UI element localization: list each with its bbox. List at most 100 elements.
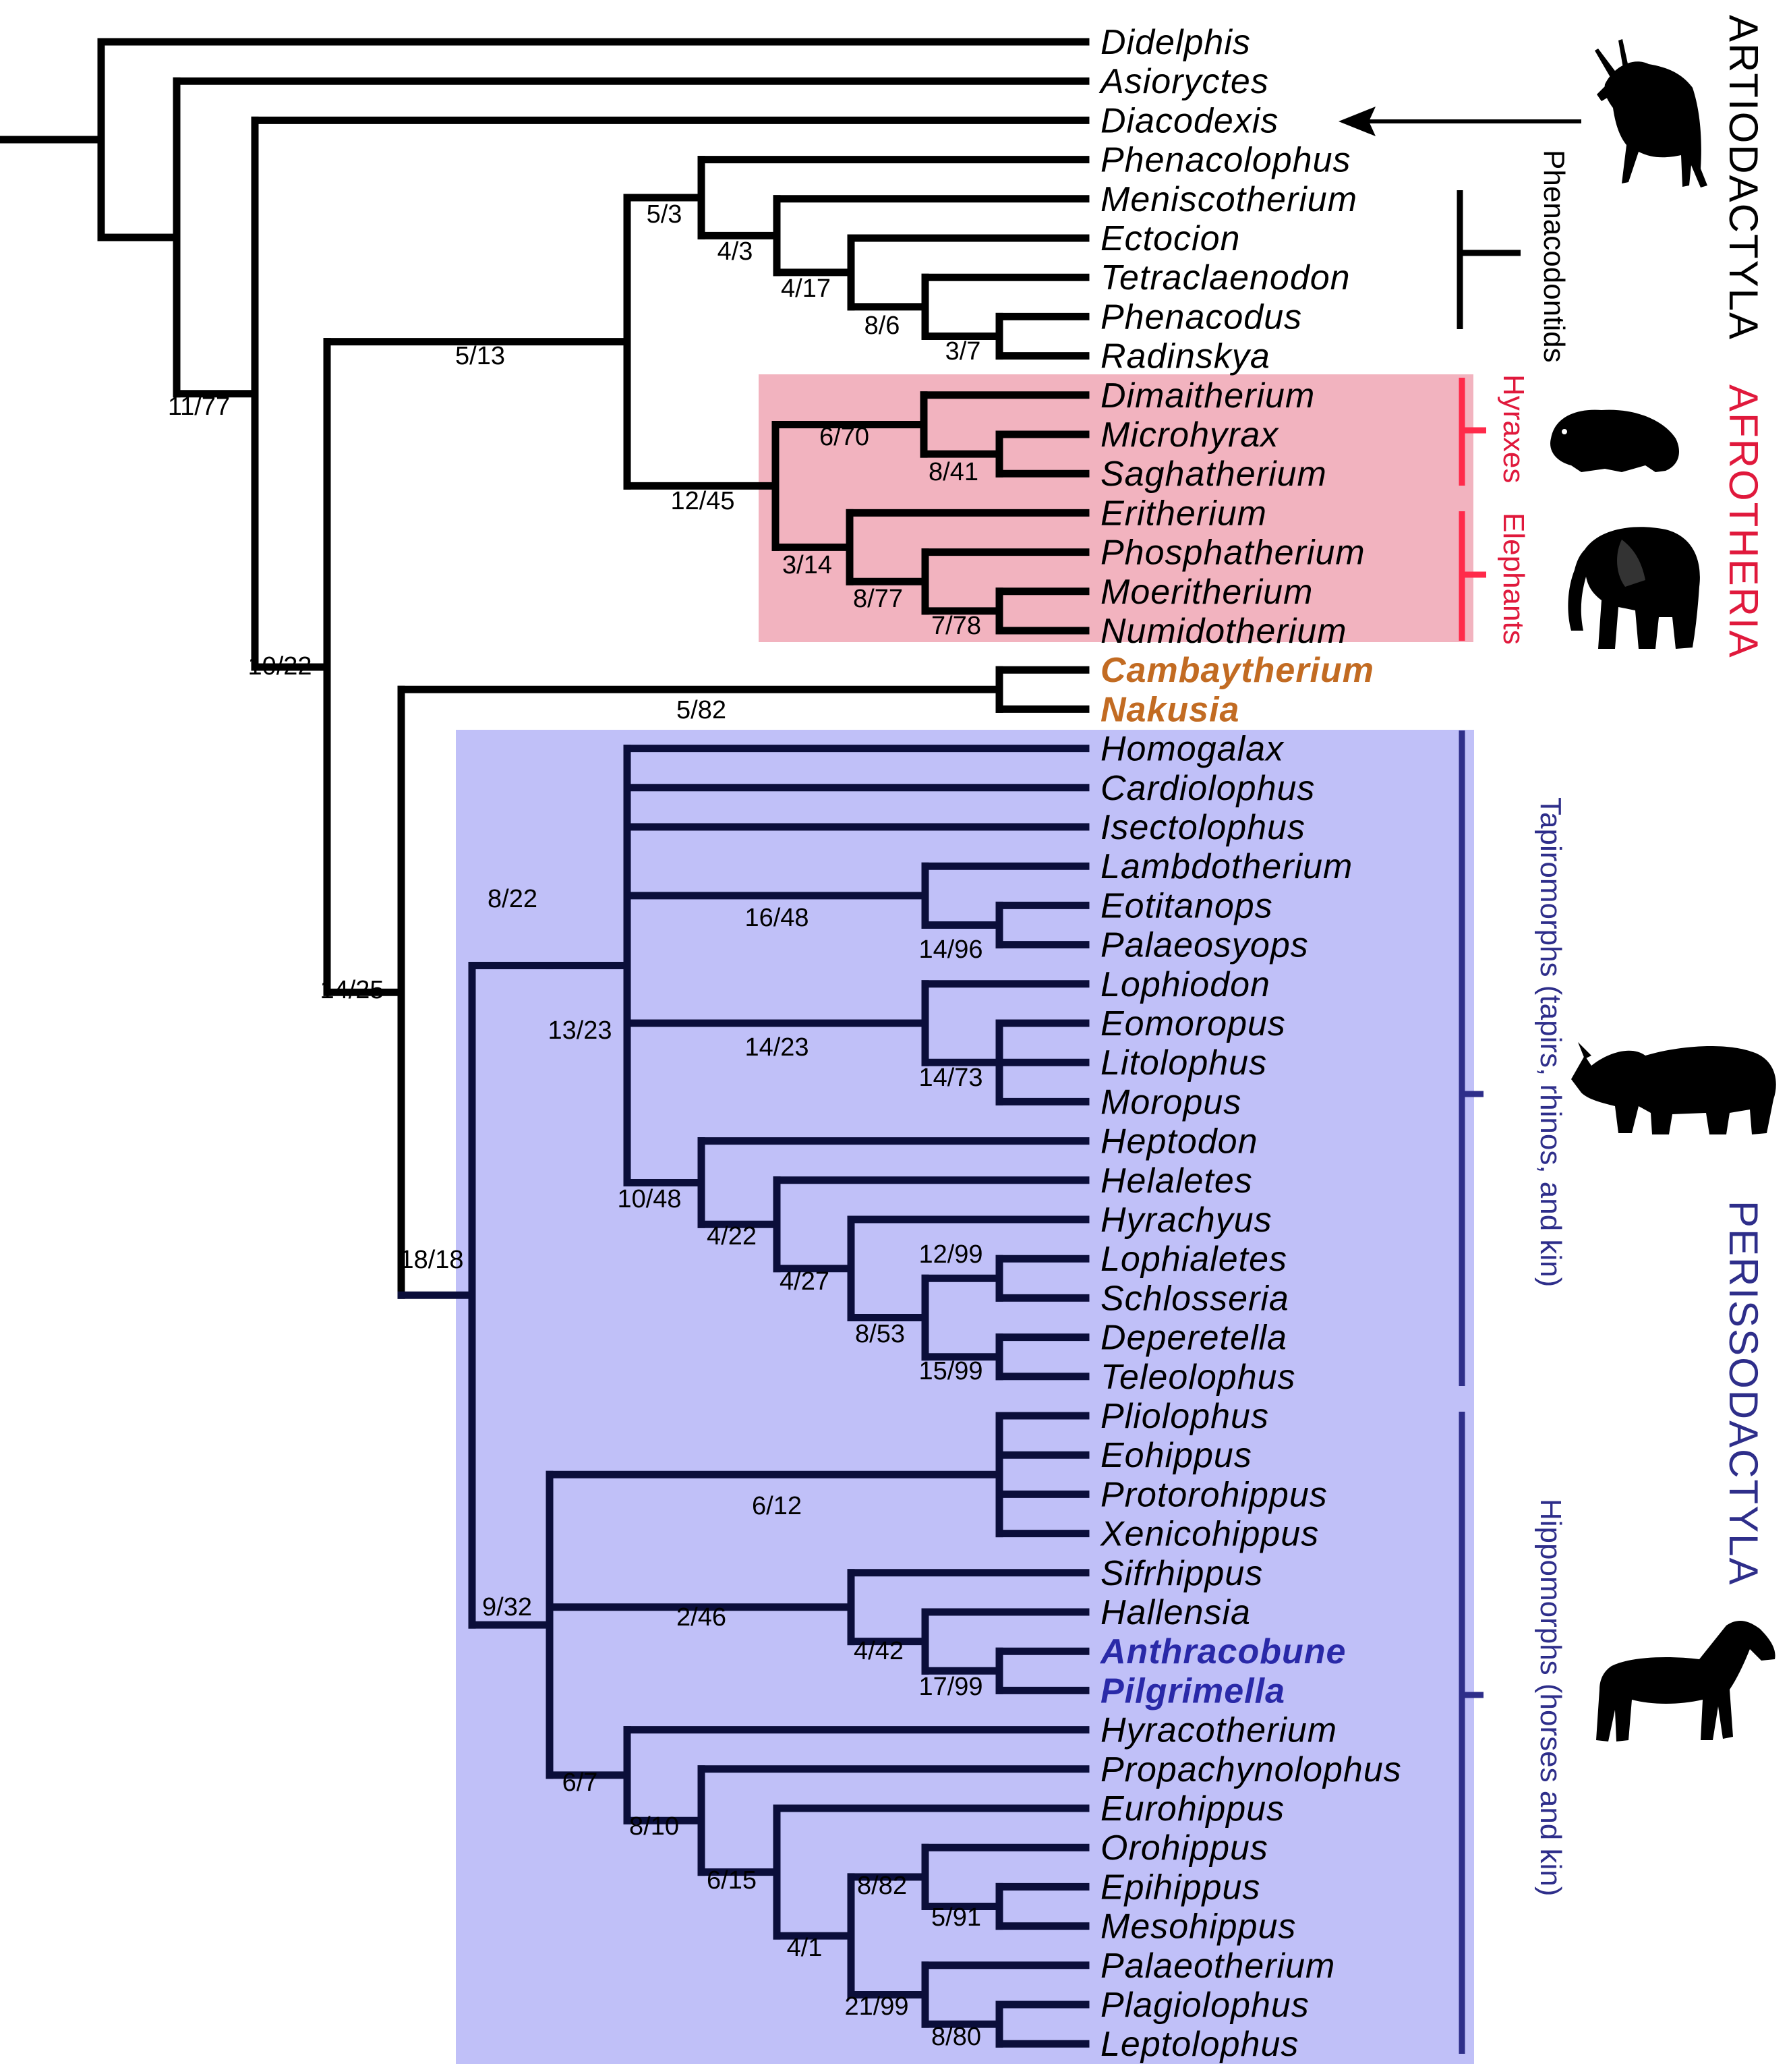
perissodactyla-label: PERISSODACTYLA	[1721, 1201, 1766, 1586]
support-value: 3/14	[782, 551, 832, 579]
support-value: 3/7	[945, 337, 981, 366]
support-value: 4/42	[854, 1637, 904, 1665]
artiodactyla-arrow	[1339, 107, 1581, 136]
hippomorphs-bracket	[1459, 1412, 1484, 2054]
support-value: 8/41	[929, 458, 978, 486]
support-value: 16/48	[744, 904, 809, 932]
support-value: 14/96	[918, 936, 982, 964]
taxon-label: Litolophus	[1100, 1043, 1267, 1083]
taxon-label: Eotitanops	[1100, 886, 1273, 925]
taxon-label: Microhyrax	[1100, 415, 1279, 455]
taxon-label: Radinskya	[1100, 337, 1270, 376]
taxon-label: Anthracobune	[1099, 1632, 1346, 1671]
support-labels: 11/7710/225/135/34/34/178/63/712/456/708…	[168, 200, 983, 2051]
taxon-label: Palaeotherium	[1100, 1947, 1335, 1986]
support-value: 12/45	[670, 487, 734, 515]
phenacodontids-bracket	[1457, 190, 1521, 329]
support-value: 14/23	[744, 1033, 809, 1062]
support-value: 8/22	[488, 885, 537, 913]
support-value: 5/82	[676, 696, 726, 724]
support-value: 14/25	[320, 976, 384, 1004]
elephants-bracket	[1459, 511, 1486, 641]
taxon-label: Dimaitherium	[1100, 376, 1315, 415]
elephant-icon	[1568, 527, 1700, 649]
taxon-label: Teleolophus	[1100, 1358, 1296, 1397]
taxon-label: Leptolophus	[1100, 2025, 1299, 2064]
taxon-label: Schlosseria	[1100, 1279, 1289, 1318]
support-value: 14/73	[918, 1064, 982, 1092]
support-value: 8/77	[853, 585, 903, 613]
afrotheria-label: AFROTHERIA	[1721, 384, 1766, 659]
support-value: 8/6	[864, 312, 900, 340]
support-value: 6/15	[707, 1866, 757, 1895]
taxon-label: Protorohippus	[1100, 1475, 1328, 1514]
taxon-label: Asioryctes	[1098, 62, 1269, 101]
taxon-labels: DidelphisAsioryctesDiacodexisPhenacoloph…	[1098, 23, 1402, 2064]
support-value: 4/3	[717, 237, 753, 266]
taxon-label: Cardiolophus	[1100, 769, 1315, 808]
taxon-label: Numidotherium	[1100, 612, 1347, 651]
support-value: 9/32	[482, 1593, 532, 1621]
hyraxes-bracket	[1459, 378, 1486, 486]
support-value: 4/17	[781, 275, 831, 303]
taxon-label: Pliolophus	[1100, 1397, 1269, 1436]
tapiromorphs-bracket	[1459, 730, 1484, 1386]
taxon-label: Deperetella	[1100, 1319, 1287, 1358]
rhino-icon	[1571, 1042, 1776, 1134]
support-value: 8/80	[931, 2023, 981, 2051]
support-value: 2/46	[676, 1603, 726, 1632]
taxon-label: Lophialetes	[1100, 1240, 1287, 1279]
taxon-label: Moropus	[1100, 1083, 1241, 1122]
taxon-label: Phenacolophus	[1100, 141, 1351, 180]
support-value: 6/70	[819, 423, 869, 451]
horse-icon	[1596, 1621, 1775, 1742]
support-value: 8/53	[855, 1320, 905, 1348]
taxon-label: Hallensia	[1100, 1593, 1251, 1632]
taxon-label: Xenicohippus	[1100, 1515, 1319, 1554]
taxon-label: Nakusia	[1100, 690, 1239, 729]
support-value: 8/10	[629, 1812, 679, 1841]
hyrax-icon	[1550, 409, 1679, 472]
support-value: 5/3	[647, 200, 682, 229]
support-value: 13/23	[548, 1016, 612, 1045]
support-value: 10/22	[247, 652, 312, 681]
taxon-label: Pilgrimella	[1100, 1671, 1285, 1710]
support-value: 4/22	[707, 1222, 757, 1250]
support-value: 17/99	[918, 1673, 982, 1701]
taxon-label: Heptodon	[1100, 1122, 1258, 1161]
taxon-label: Helaletes	[1100, 1161, 1253, 1201]
taxon-label: Diacodexis	[1100, 101, 1279, 140]
support-value: 10/48	[617, 1185, 681, 1213]
taxon-label: Didelphis	[1100, 23, 1251, 62]
taxon-label: Orohippus	[1100, 1829, 1268, 1868]
support-value: 5/91	[931, 1903, 981, 1932]
phenacodontids-label: Phenacodontids	[1537, 150, 1570, 363]
taxon-label: Eritherium	[1100, 494, 1267, 533]
taxon-label: Hyracotherium	[1100, 1711, 1337, 1750]
taxon-label: Eurohippus	[1100, 1789, 1285, 1829]
taxon-label: Propachynolophus	[1100, 1750, 1402, 1789]
support-value: 5/13	[455, 342, 505, 370]
taxon-label: Ectocion	[1100, 219, 1240, 258]
taxon-label: Lambdotherium	[1100, 847, 1353, 886]
taxon-label: Plagiolophus	[1100, 1986, 1310, 2025]
hyraxes-label: Hyraxes	[1497, 374, 1530, 483]
perissodactyla-highlight-box	[456, 730, 1474, 2064]
taxon-label: Palaeosyops	[1100, 926, 1309, 965]
support-value: 18/18	[399, 1246, 463, 1274]
hippomorphs-label: Hippomorphs (horses and kin)	[1534, 1499, 1567, 1896]
taxon-label: Eomoropus	[1100, 1004, 1286, 1043]
afrotheria-highlight-box	[759, 374, 1473, 642]
support-value: 8/82	[857, 1872, 907, 1900]
elephants-label: Elephants	[1497, 513, 1530, 645]
taxon-label: Epihippus	[1100, 1868, 1260, 1907]
support-value: 21/99	[844, 1992, 908, 2021]
tapiromorphs-label: Tapiromorphs (tapirs, rhinos, and kin)	[1534, 797, 1567, 1287]
taxon-label: Phenacodus	[1100, 297, 1302, 337]
taxon-label: Homogalax	[1100, 730, 1285, 769]
antelope-icon	[1595, 39, 1707, 188]
artiodactyla-label: ARTIODACTYLA	[1721, 15, 1766, 341]
support-value: 7/78	[931, 612, 981, 640]
support-value: 4/1	[787, 1934, 823, 1962]
